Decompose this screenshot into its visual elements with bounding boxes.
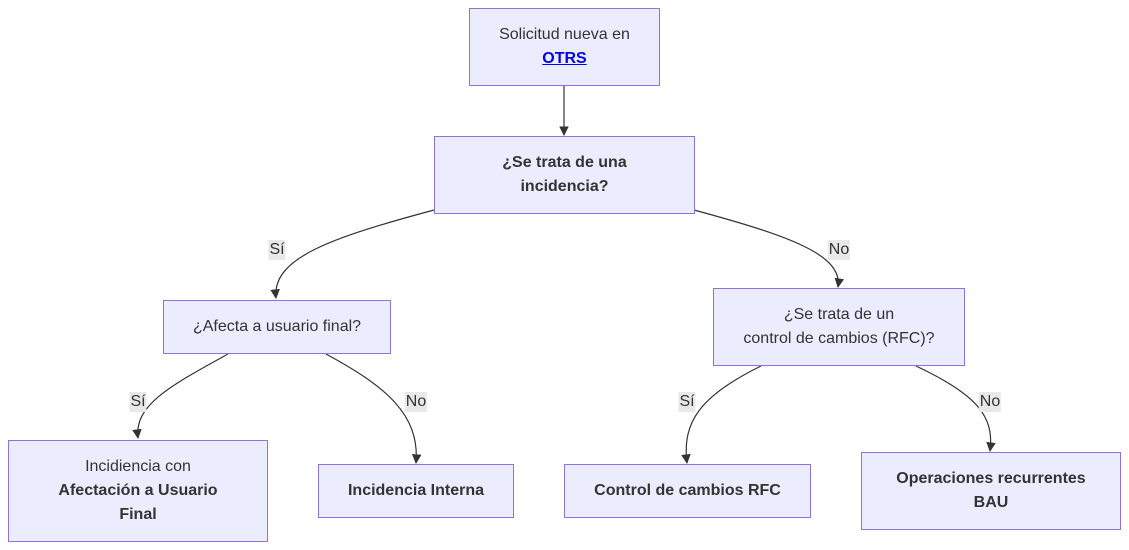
edge-rfc-to-control bbox=[681, 365, 762, 464]
edge-label-rfc-yes: Sí bbox=[678, 392, 696, 412]
node-incident-end-user-line1: Incidiencia con bbox=[85, 458, 191, 475]
node-new-request-text: Solicitud nueva en bbox=[499, 26, 630, 43]
node-bau-operations-line1: Operaciones recurrentes bbox=[896, 470, 1086, 487]
node-is-rfc-line2: control de cambios (RFC)? bbox=[743, 330, 935, 347]
edge-label-end-user-no: No bbox=[404, 392, 428, 412]
node-incident-internal-text: Incidencia Interna bbox=[347, 482, 485, 499]
node-affects-end-user: ¿Afecta a usuario final? bbox=[163, 300, 391, 354]
node-incident-end-user: Incidiencia con Afectación a Usuario Fin… bbox=[8, 440, 268, 542]
edge-end-user-to-affected bbox=[132, 353, 229, 439]
edge-label-incident-no: No bbox=[827, 240, 851, 260]
node-is-rfc-line1: ¿Se trata de un bbox=[783, 306, 895, 323]
node-is-incident-line2: incidencia? bbox=[520, 178, 609, 195]
node-affects-end-user-text: ¿Afecta a usuario final? bbox=[192, 318, 362, 335]
node-rfc-control-text: Control de cambios RFC bbox=[594, 482, 781, 499]
edge-label-rfc-no: No bbox=[978, 392, 1002, 412]
node-incident-internal: Incidencia Interna bbox=[318, 464, 514, 518]
edge-incident-to-rfc bbox=[693, 209, 845, 288]
edge-label-end-user-yes: Sí bbox=[129, 392, 147, 412]
node-is-incident: ¿Se trata de una incidencia? bbox=[434, 136, 695, 214]
edge-incident-to-end-user bbox=[270, 209, 435, 299]
node-incident-end-user-line2: Afectación a Usuario bbox=[58, 482, 218, 499]
node-new-request: Solicitud nueva en OTRS bbox=[469, 8, 660, 86]
node-bau-operations: Operaciones recurrentes BAU bbox=[861, 452, 1121, 530]
otrs-link[interactable]: OTRS bbox=[542, 50, 587, 67]
node-incident-end-user-line3: Final bbox=[119, 506, 157, 523]
edge-rfc-to-bau bbox=[915, 365, 996, 452]
edge-label-incident-yes: Sí bbox=[268, 240, 286, 260]
node-bau-operations-line2: BAU bbox=[973, 494, 1009, 511]
node-rfc-control: Control de cambios RFC bbox=[564, 464, 811, 518]
node-is-rfc: ¿Se trata de un control de cambios (RFC)… bbox=[713, 288, 965, 366]
edge-end-user-to-internal bbox=[325, 353, 422, 464]
node-is-incident-line1: ¿Se trata de una bbox=[502, 154, 627, 171]
